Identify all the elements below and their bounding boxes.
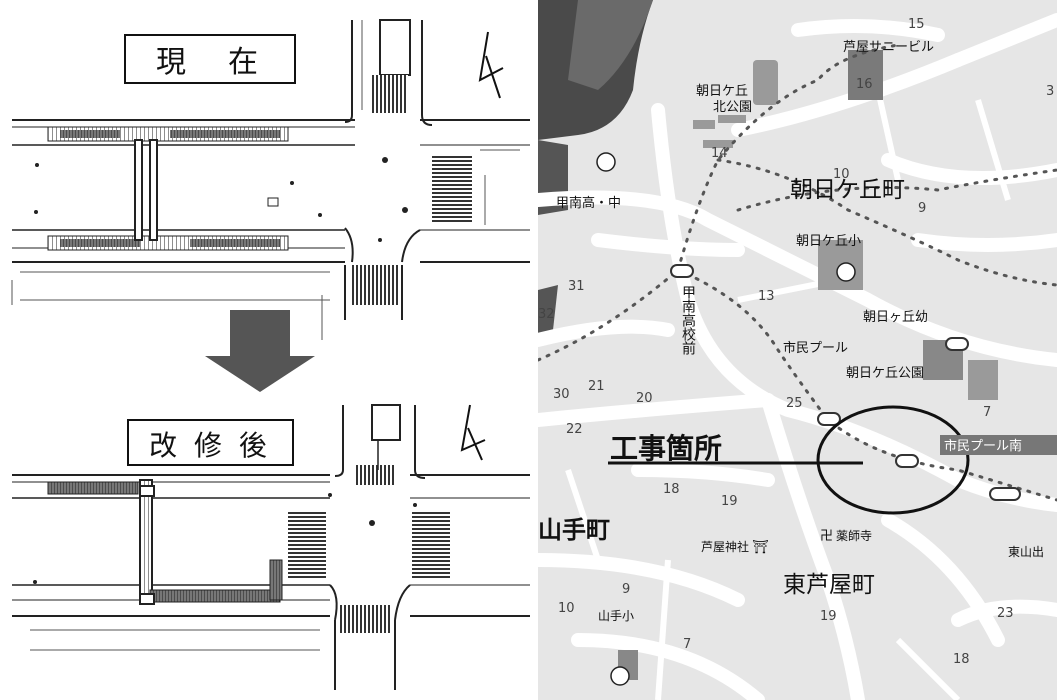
place-label: 甲南高・中 bbox=[556, 195, 621, 211]
place-label: 薬師寺 bbox=[836, 529, 872, 543]
place-label: 芦屋神社 bbox=[701, 539, 749, 554]
place-label: 朝日ケ丘 bbox=[696, 84, 748, 99]
place-label: 東山出 bbox=[1008, 545, 1044, 559]
svg-text:19: 19 bbox=[820, 609, 837, 624]
north-arrow-icon bbox=[478, 31, 504, 99]
block-numbers: 15 16 14 10 9 13 31 32 30 21 20 25 22 18… bbox=[538, 17, 1054, 667]
svg-text:22: 22 bbox=[566, 422, 583, 437]
svg-text:3: 3 bbox=[1046, 84, 1054, 99]
svg-text:10: 10 bbox=[833, 167, 850, 182]
svg-text:31: 31 bbox=[568, 279, 585, 294]
svg-text:25: 25 bbox=[786, 396, 803, 411]
place-label: 市民プール bbox=[783, 340, 848, 356]
place-label: 山手小 bbox=[598, 609, 634, 623]
place-label: 芦屋サニービル bbox=[843, 40, 934, 55]
plan-after: 改 修 後 bbox=[12, 404, 530, 690]
construction-site-marker bbox=[816, 405, 970, 515]
svg-text:30: 30 bbox=[553, 387, 570, 402]
svg-text:23: 23 bbox=[997, 606, 1014, 621]
district-label: 東芦屋町 bbox=[783, 572, 875, 598]
district-label: 山手町 bbox=[538, 516, 610, 544]
place-label: 朝日ケ丘小 bbox=[796, 234, 861, 249]
shrine-icon: ⛩ bbox=[752, 539, 769, 555]
svg-text:21: 21 bbox=[588, 379, 605, 394]
location-map-panel: 朝日ケ丘町 東芦屋町 山手町 工事箇所 芦屋サニービル 朝日ケ丘 北公園 甲南高… bbox=[538, 0, 1057, 700]
place-label: 朝日ヶ丘幼 bbox=[863, 310, 928, 325]
svg-text:10: 10 bbox=[558, 601, 575, 616]
north-arrow-icon bbox=[460, 404, 486, 461]
svg-text:14: 14 bbox=[711, 146, 728, 161]
construction-site-label: 工事箇所 bbox=[610, 432, 722, 465]
plan-before: 現 在 bbox=[11, 19, 530, 340]
svg-text:15: 15 bbox=[908, 17, 925, 32]
svg-text:20: 20 bbox=[636, 391, 653, 406]
place-label: 市民プール南 bbox=[944, 438, 1022, 454]
school-icon bbox=[596, 152, 856, 686]
svg-text:7: 7 bbox=[683, 637, 691, 652]
bus-stop-label: 甲南高校前 bbox=[680, 285, 696, 356]
svg-text:9: 9 bbox=[622, 582, 630, 597]
temple-icon: 卍 bbox=[820, 529, 833, 544]
svg-text:9: 9 bbox=[918, 201, 926, 216]
svg-text:18: 18 bbox=[953, 652, 970, 667]
svg-text:18: 18 bbox=[663, 482, 680, 497]
construction-plan-panel: 現 在 bbox=[11, 19, 530, 690]
svg-text:16: 16 bbox=[856, 77, 873, 92]
svg-text:19: 19 bbox=[721, 494, 738, 509]
district-label: 朝日ケ丘町 bbox=[790, 177, 905, 203]
transition-arrow-icon bbox=[205, 310, 315, 392]
plan-after-title: 改 修 後 bbox=[149, 429, 271, 462]
svg-text:32: 32 bbox=[538, 307, 555, 322]
place-label: 朝日ケ丘公園 bbox=[846, 366, 924, 381]
plan-drawing: 現 在 bbox=[11, 19, 530, 690]
place-label: 北公園 bbox=[713, 100, 752, 115]
location-map: 朝日ケ丘町 東芦屋町 山手町 工事箇所 芦屋サニービル 朝日ケ丘 北公園 甲南高… bbox=[538, 0, 1057, 700]
plan-before-title: 現 在 bbox=[156, 45, 264, 80]
bus-stop-icon bbox=[670, 264, 1021, 501]
svg-text:7: 7 bbox=[983, 405, 991, 420]
svg-text:13: 13 bbox=[758, 289, 775, 304]
